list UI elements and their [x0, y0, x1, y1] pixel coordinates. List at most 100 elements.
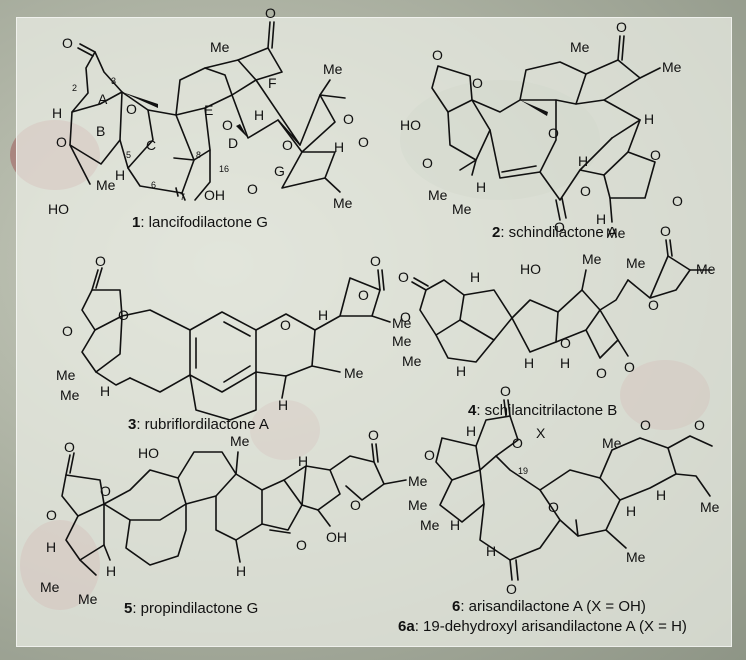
atom-ho: HO [520, 261, 541, 277]
atom-o: O [554, 219, 565, 235]
atom-o: O [640, 417, 651, 433]
atom-o: O [398, 269, 409, 285]
atom-h: H [318, 307, 328, 323]
atom-ho: HO [48, 201, 69, 217]
atom-o: O [624, 359, 635, 375]
atom-me: Me [392, 315, 412, 331]
atom-o: O [548, 125, 559, 141]
atom-o: O [500, 383, 511, 399]
atom-o: O [62, 35, 73, 51]
caption-5: 5: propindilactone G [124, 600, 258, 617]
ring-label: F [268, 75, 277, 91]
atom-me: Me [40, 579, 60, 595]
atom-o: O [280, 317, 291, 333]
atom-h: H [596, 211, 606, 227]
compound-number: 5 [124, 600, 133, 617]
atom-me: Me [602, 435, 622, 451]
atom-o: O [400, 309, 411, 325]
atom-me: Me [96, 177, 116, 193]
atom-h: H [236, 563, 246, 579]
atom-h: H [334, 139, 344, 155]
atom-o: O [370, 253, 381, 269]
atom-me: Me [323, 61, 343, 77]
ring-label: B [96, 123, 105, 139]
atom-number: 6 [151, 180, 156, 190]
atom-oh: OH [326, 529, 347, 545]
atom-ho: HO [138, 445, 159, 461]
caption-3: 3: rubriflordilactone A [128, 416, 269, 433]
ring-label: D [228, 135, 238, 151]
atom-me: Me [626, 255, 646, 271]
atom-h: H [456, 363, 466, 379]
atom-o: O [694, 417, 705, 433]
atom-ho: HO [400, 117, 421, 133]
atom-number: 3 [111, 76, 116, 86]
atom-o: O [660, 223, 671, 239]
compound-number: 4 [468, 402, 477, 419]
compound-number: 6a [398, 618, 415, 635]
atom-me: Me [78, 591, 98, 607]
atom-o: O [265, 5, 276, 21]
compound-number: 2 [492, 224, 501, 241]
atom-o: O [95, 253, 106, 269]
atom-oh: OH [204, 187, 225, 203]
ring-label: C [146, 137, 156, 153]
atom-me: Me [210, 39, 230, 55]
caption-1: 1: lancifodilactone G [132, 214, 268, 231]
atom-o: O [650, 147, 661, 163]
atom-me: Me [408, 473, 428, 489]
caption-2: 2: schindilactone A [492, 224, 617, 241]
atom-me: Me [420, 517, 440, 533]
atom-number: 16 [219, 164, 229, 174]
atom-h: H [578, 153, 588, 169]
atom-me: Me [333, 195, 353, 211]
caption-4: 4: schilancitrilactone B [468, 402, 617, 419]
atom-h: H [278, 397, 288, 413]
atom-h: H [466, 423, 476, 439]
structure-6: O H O O X 19 Me Me H H O O Me O H Me H O… [408, 383, 720, 597]
atom-me: Me [344, 365, 364, 381]
atom-me: Me [392, 333, 412, 349]
caption-6: 6: arisandilactone A (X = OH) [452, 598, 646, 615]
atom-o: O [422, 155, 433, 171]
atom-me: Me [408, 497, 428, 513]
structure-3: O O O Me Me H O H O O Me H Me [56, 253, 412, 421]
structure-5: O O O H Me Me H HO Me H O H OH O O Me [40, 427, 428, 607]
atom-o: O [296, 537, 307, 553]
atom-o: O [282, 137, 293, 153]
atom-number: 19 [518, 466, 528, 476]
atom-h: H [476, 179, 486, 195]
atom-o: O [512, 435, 523, 451]
atom-o: O [247, 181, 258, 197]
atom-number: 8 [196, 150, 201, 160]
atom-me: Me [700, 499, 720, 515]
compound-name: : rubriflordilactone A [136, 416, 269, 433]
ring-label: G [274, 163, 285, 179]
atom-o: O [100, 483, 111, 499]
compound-name: : arisandilactone A (X = OH) [460, 598, 646, 615]
atom-o: O [424, 447, 435, 463]
compound-name: : schindilactone A [500, 224, 618, 241]
compound-number: 6 [452, 598, 461, 615]
atom-o: O [46, 507, 57, 523]
atom-o: O [62, 323, 73, 339]
atom-o: O [350, 497, 361, 513]
atom-h: H [106, 563, 116, 579]
atom-h: H [52, 105, 62, 121]
atom-h: H [524, 355, 534, 371]
atom-number: 2 [72, 83, 77, 93]
atom-o: O [358, 287, 369, 303]
atom-h: H [100, 383, 110, 399]
atom-o: O [548, 499, 559, 515]
atom-o: O [368, 427, 379, 443]
compound-number: 3 [128, 416, 137, 433]
atom-o: O [118, 307, 129, 323]
compound-name: : 19-dehydroxyl arisandilactone A (X = H… [414, 618, 687, 635]
atom-o: O [506, 581, 517, 597]
atom-h: H [254, 107, 264, 123]
ring-label: E [204, 102, 213, 118]
atom-o: O [64, 439, 75, 455]
structure-2: O HO O O H Me Me Me O Me O H H O O O O H… [400, 19, 683, 241]
atom-me: Me [662, 59, 682, 75]
atom-me: Me [230, 433, 250, 449]
